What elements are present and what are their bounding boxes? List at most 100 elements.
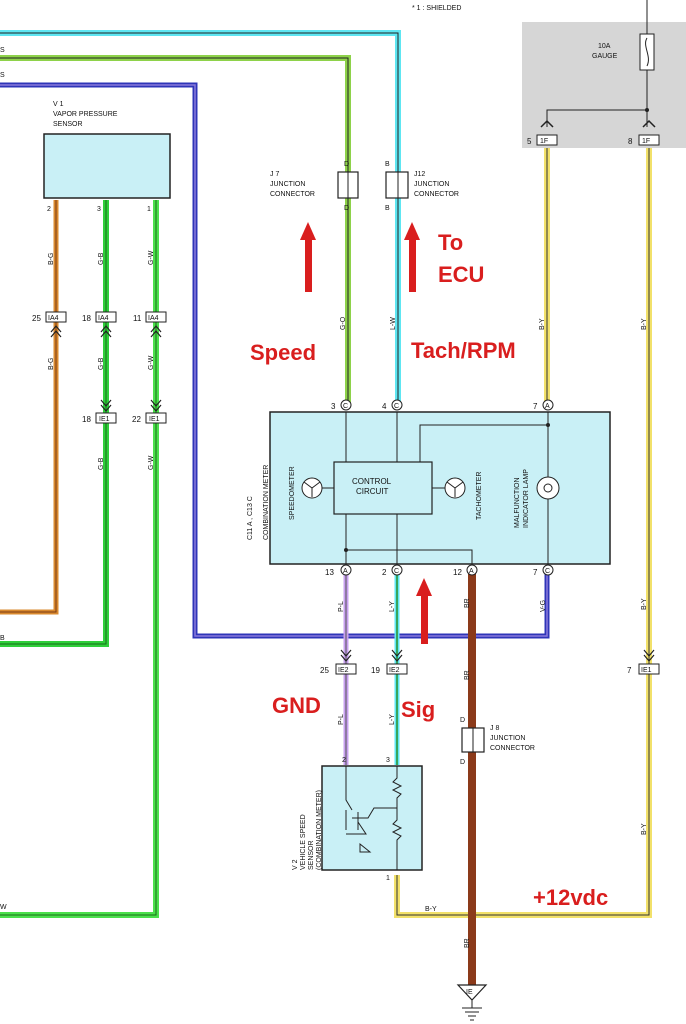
svg-text:7: 7	[533, 402, 538, 411]
meter-top-pin-3: 3 C	[331, 399, 352, 411]
control-circuit-label-2: CIRCUIT	[356, 487, 389, 496]
meter-top-pin-7: 7 A	[533, 399, 554, 411]
vapor-pin-2: 2	[47, 206, 51, 213]
annotation-gnd: GND	[272, 693, 321, 718]
svg-text:13: 13	[325, 568, 334, 577]
wire-lw-tach	[0, 30, 401, 405]
svg-text:8: 8	[628, 137, 633, 146]
edge-w: W	[0, 904, 7, 911]
vss-pin-2: 2	[342, 757, 346, 764]
meter-bottom-pin-12: 12 A	[453, 564, 478, 577]
svg-text:IA4: IA4	[48, 315, 59, 322]
vapor-sensor-name-2: SENSOR	[53, 121, 83, 128]
meter-side-label: COMBINATION METER	[263, 465, 270, 540]
meter-bottom-pin-7: 7 C	[533, 564, 554, 577]
vss-label-1: V 2	[292, 859, 299, 870]
vss-pin-1: 1	[386, 875, 390, 882]
vapor-pin-1: 1	[147, 206, 151, 213]
svg-text:D: D	[460, 759, 465, 766]
wire-label-gw-mid: G-W	[148, 355, 155, 370]
wire-label-ly-2: L-Y	[389, 714, 396, 725]
edge-s2: S	[0, 72, 5, 79]
svg-text:B: B	[385, 205, 390, 212]
connector-ie1-7: IE1 7	[627, 649, 660, 675]
svg-text:JUNCTION: JUNCTION	[414, 181, 449, 188]
malfunction-lamp-icon	[536, 476, 560, 500]
vapor-sensor-id: V 1	[53, 101, 64, 108]
wire-label-gw-low: G-W	[148, 455, 155, 470]
meter-bottom-pin-2: 2 C	[382, 564, 403, 577]
svg-text:7: 7	[533, 568, 538, 577]
svg-text:D: D	[460, 717, 465, 724]
svg-text:CONNECTOR: CONNECTOR	[490, 745, 535, 752]
wire-label-gb-mid: G-B	[98, 357, 105, 370]
svg-text:IE: IE	[466, 989, 473, 996]
svg-text:CONNECTOR: CONNECTOR	[414, 191, 459, 198]
svg-text:18: 18	[82, 415, 91, 424]
vapor-sensor-name-1: VAPOR PRESSURE	[53, 111, 118, 118]
mil-label-1: MALFUNCTION	[514, 477, 521, 528]
svg-text:B: B	[385, 161, 390, 168]
wire-label-bg-mid: B-G	[48, 358, 55, 370]
svg-text:5: 5	[527, 137, 532, 146]
svg-text:IE1: IE1	[149, 416, 160, 423]
wire-label-gb-top: G-B	[98, 252, 105, 265]
svg-text:11: 11	[133, 314, 142, 323]
wire-label-bg-top: B-G	[48, 253, 55, 265]
annotation-to: To	[438, 230, 463, 255]
wire-label-pl: P-L	[338, 601, 345, 612]
svg-text:J 7: J 7	[270, 171, 279, 178]
svg-text:J12: J12	[414, 171, 425, 178]
up-arrow-sig	[416, 578, 432, 644]
wire-label-by-3: B-Y	[641, 598, 648, 610]
up-arrow-tach	[404, 222, 420, 292]
mil-label-2: INDICATOR LAMP	[523, 469, 530, 528]
wire-label-by-bottom: B-Y	[425, 906, 437, 913]
svg-text:18: 18	[82, 314, 91, 323]
connector-ia4-25: IA4 25	[32, 311, 67, 338]
svg-text:IE1: IE1	[641, 667, 652, 674]
svg-text:IA4: IA4	[98, 315, 109, 322]
svg-text:7: 7	[627, 666, 632, 675]
svg-text:IE2: IE2	[338, 667, 349, 674]
wire-label-by-2: B-Y	[641, 318, 648, 330]
svg-text:D: D	[344, 205, 349, 212]
svg-text:IA4: IA4	[148, 315, 159, 322]
junction-connector-j12: B B J12 JUNCTION CONNECTOR	[385, 161, 459, 212]
edge-b: B	[0, 635, 5, 642]
tachometer-gauge-icon	[444, 477, 466, 499]
wire-label-vg: V-G	[540, 600, 547, 612]
shielded-note: * 1 : SHIELDED	[412, 5, 461, 12]
svg-text:3: 3	[331, 402, 336, 411]
edge-s1: S	[0, 47, 5, 54]
annotation-12vdc: +12vdc	[533, 885, 608, 910]
fuse-label-2: GAUGE	[592, 53, 618, 60]
svg-text:IE2: IE2	[389, 667, 400, 674]
vss-label-3: SENSOR	[308, 840, 315, 870]
annotation-sig: Sig	[401, 697, 435, 722]
svg-text:19: 19	[371, 666, 380, 675]
svg-text:12: 12	[453, 568, 462, 577]
annotation-tach-rpm: Tach/RPM	[411, 338, 516, 363]
meter-bottom-pin-13: 13 A	[325, 564, 352, 577]
meter-side-ids: C11 A , C13 C	[247, 496, 254, 540]
annotation-ecu: ECU	[438, 262, 484, 287]
connector-ia4-11: IA4 11	[133, 311, 167, 338]
svg-text:C: C	[545, 568, 550, 575]
svg-text:2: 2	[382, 568, 387, 577]
connector-ia4-18: IA4 18	[82, 311, 117, 338]
connector-1f-right: 1F 8	[628, 119, 660, 146]
svg-text:A: A	[469, 568, 474, 575]
svg-text:JUNCTION: JUNCTION	[490, 735, 525, 742]
wire-label-br-3: BR	[464, 938, 471, 948]
wire-label-gb-low: G-B	[98, 457, 105, 470]
wire-label-br-2: BR	[464, 670, 471, 680]
fuse-label-1: 10A	[598, 43, 611, 50]
vapor-pin-3: 3	[97, 206, 101, 213]
speedometer-gauge-icon	[301, 477, 323, 499]
junction-connector-j7: D D J 7 JUNCTION CONNECTOR	[270, 161, 359, 212]
wire-label-by-4: B-Y	[641, 823, 648, 835]
vehicle-speed-sensor	[321, 765, 423, 871]
svg-text:J 8: J 8	[490, 725, 499, 732]
